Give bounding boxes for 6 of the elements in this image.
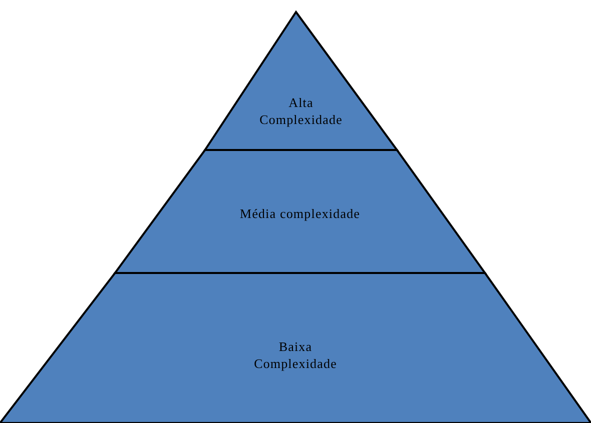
pyramid-tier [115, 150, 485, 273]
pyramid-tier [0, 273, 591, 423]
pyramid-tier [205, 12, 397, 150]
tier-label: Baixa Complexidade [252, 338, 338, 372]
tier-label: Média complexidade [238, 205, 362, 222]
tier-label: Alta Complexidade [258, 94, 344, 128]
